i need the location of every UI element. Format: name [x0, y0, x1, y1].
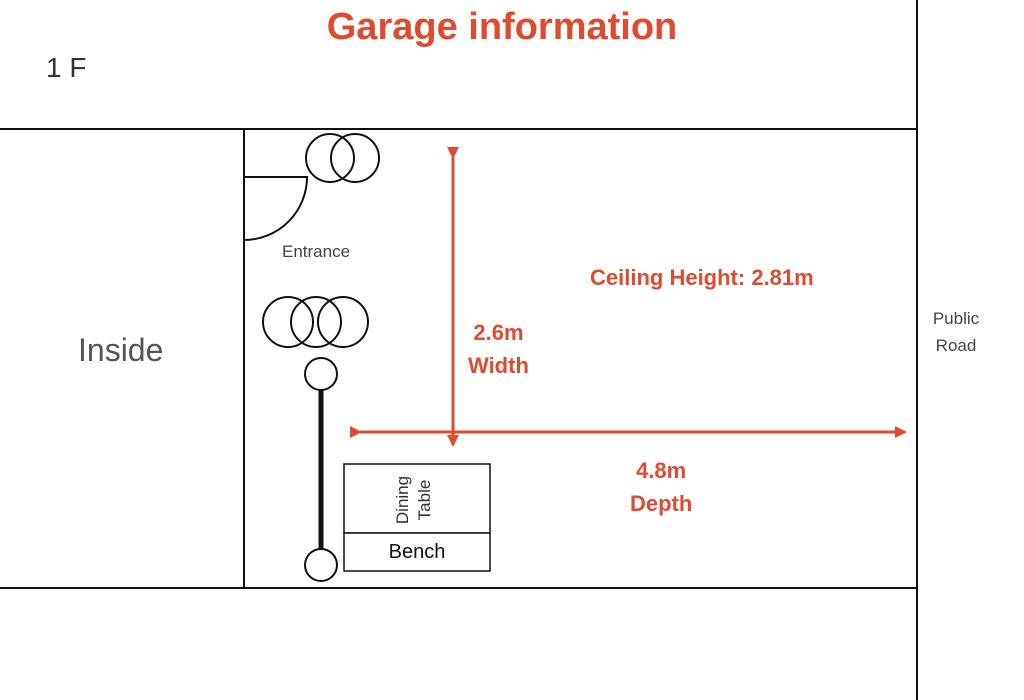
dining-table-label: Dining Table	[393, 475, 434, 525]
depth-value: 4.8m	[636, 458, 687, 483]
width-value: 2.6m	[473, 320, 524, 345]
depth-caption: Depth	[630, 491, 693, 516]
double-ring-icon	[305, 133, 380, 183]
floor-label: 1 F	[46, 52, 87, 83]
ceiling-height-label: Ceiling Height: 2.81m	[590, 265, 814, 290]
road-label: Public Road	[932, 309, 980, 355]
page-title: Garage information	[326, 6, 678, 48]
bench-shape	[343, 532, 491, 572]
width-caption: Width	[468, 353, 529, 378]
width-label: 2.6m Width	[468, 316, 529, 382]
entrance-door-icon	[243, 176, 309, 241]
depth-label: 4.8m Depth	[630, 454, 692, 520]
pole-icon	[304, 357, 338, 582]
inside-label: Inside	[78, 332, 164, 368]
entrance-label: Entrance	[282, 242, 351, 261]
bench-label: Bench	[388, 541, 446, 563]
triple-ring-icon	[262, 296, 369, 348]
